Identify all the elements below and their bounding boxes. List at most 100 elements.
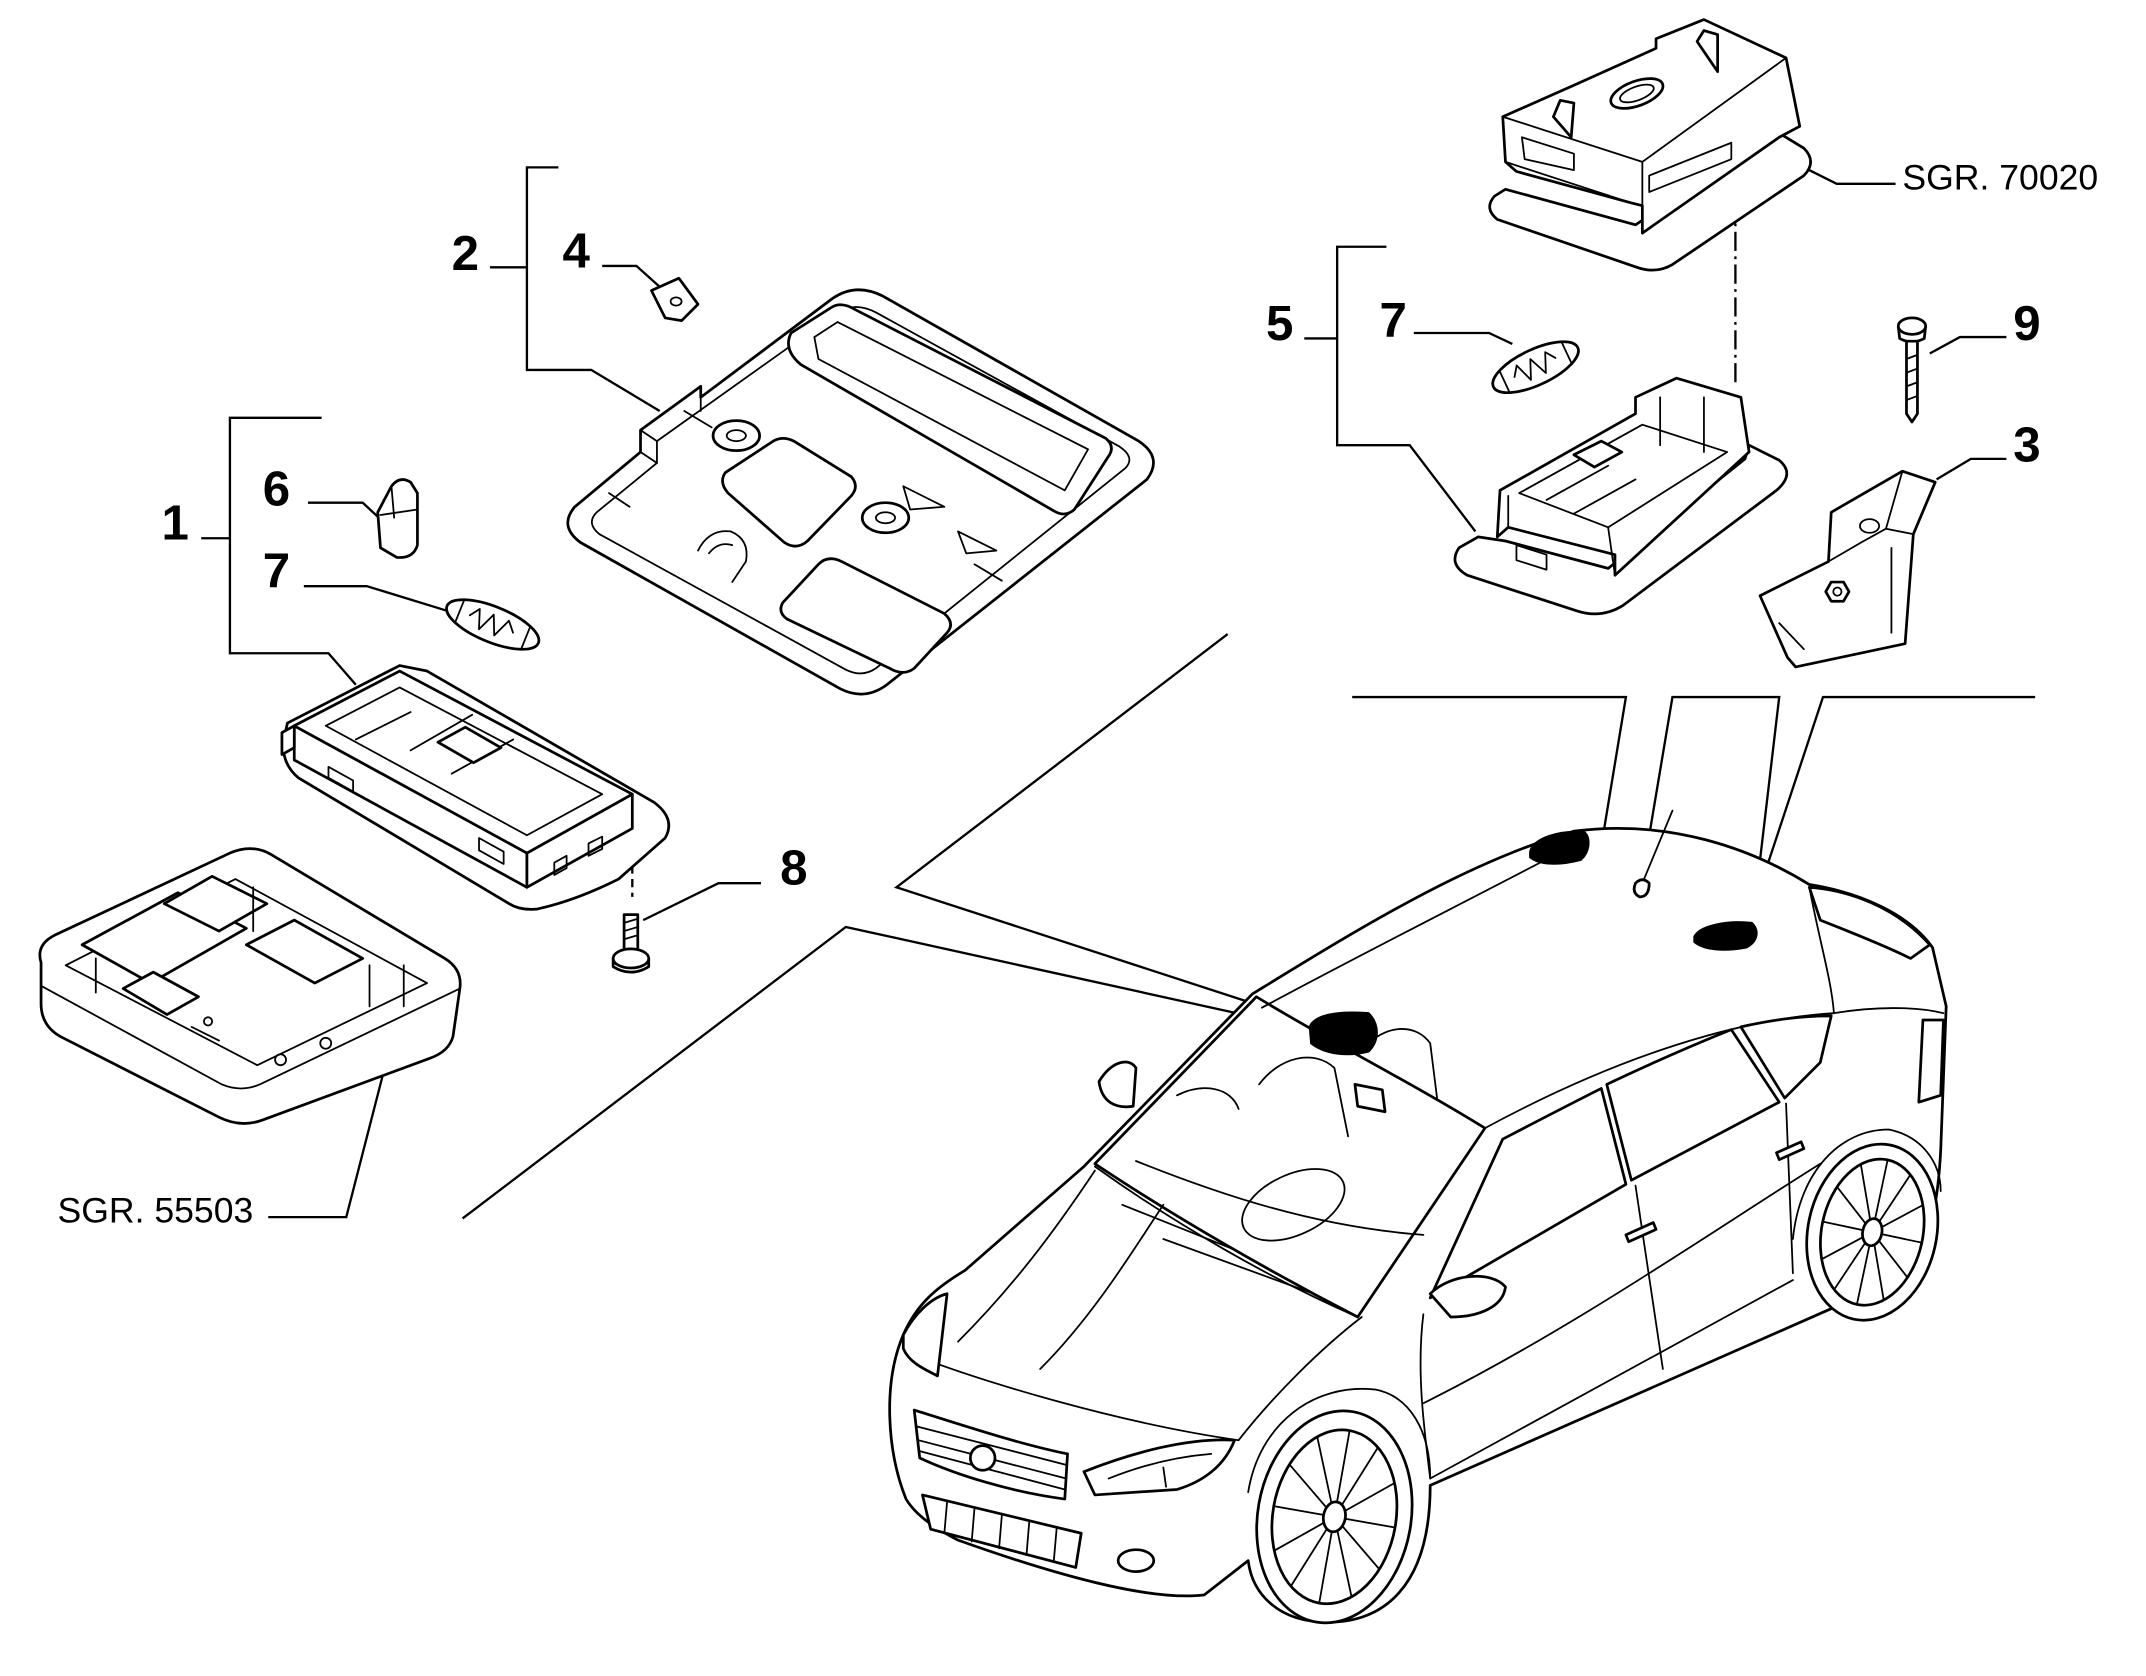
callout-6: 6	[263, 461, 290, 516]
festoon-bulb-glass	[445, 598, 541, 651]
callout-2: 2	[452, 226, 479, 281]
callout-1: 1	[161, 496, 188, 551]
screw-thread	[1905, 353, 1919, 401]
lamp-base-plate	[1453, 443, 1789, 616]
clip-hole	[669, 296, 683, 307]
assembly-screw-hole-1	[274, 1053, 287, 1067]
roof-pointer-middle	[1641, 695, 1781, 907]
car-door-handle-rear	[1775, 1140, 1806, 1161]
car-rear-wheel-arch	[1792, 1128, 1942, 1240]
car-fender-edge	[1237, 1316, 1363, 1442]
upper-assembly-tab-right	[1695, 29, 1719, 73]
assembly-screw-hole-3	[203, 1016, 214, 1027]
car-rearview-mirror	[1353, 1082, 1387, 1114]
upper-assembly-tab-left	[1552, 98, 1576, 139]
leader-6	[307, 501, 383, 522]
vehicle-illustration	[888, 809, 1948, 1625]
upper-assembly-opening	[1521, 136, 1575, 172]
bracket-plate	[1758, 469, 1937, 669]
housing-top-face	[292, 669, 634, 855]
roof-pointer-rear	[1761, 695, 2036, 880]
car-headlight-near	[1082, 1438, 1236, 1497]
callout-3: 3	[2013, 418, 2040, 473]
callout-7-right: 7	[1380, 293, 1407, 348]
car-door-lines	[1419, 1102, 1794, 1480]
assembly-connector	[121, 970, 200, 1016]
upper-reference-assembly	[1488, 18, 1813, 272]
part-8-screw	[611, 913, 651, 974]
car-cowl	[1094, 1165, 1359, 1318]
panel-top-frame	[787, 303, 1113, 516]
festoon-bulb-filament	[1513, 351, 1557, 381]
assembly-lower-rim	[40, 984, 461, 1090]
leader-3	[1936, 457, 2007, 481]
panel-top-frame-inner	[813, 321, 1089, 492]
bracket-nut	[1824, 580, 1851, 603]
bracket-fold-lines	[1778, 470, 1915, 651]
callout-8: 8	[780, 841, 807, 896]
car-front-wheel-arch	[1247, 1387, 1432, 1494]
car-intake-bars	[943, 1500, 1058, 1562]
panel-boss-left	[711, 419, 761, 453]
lower-reference-assembly	[38, 847, 462, 1125]
lamp-contact	[1572, 439, 1624, 469]
upper-assembly-oval-inner	[1619, 83, 1655, 104]
car-steering-wheel	[1241, 1168, 1346, 1242]
car-window-rear-quarter	[1739, 1014, 1833, 1100]
view-line-upper	[893, 633, 1309, 1023]
car-lower-intake	[921, 1493, 1083, 1569]
panel-square-recess	[721, 436, 857, 548]
panel-boss-right-hole	[875, 511, 896, 525]
front-hub	[1321, 1500, 1347, 1534]
screw-head	[1896, 316, 1928, 336]
leader-sgr-lower	[268, 1073, 385, 1219]
assembly-screw-hole-2	[319, 1036, 333, 1050]
roof-light-rear-marker	[1693, 921, 1758, 951]
car-badge	[968, 1444, 997, 1472]
bracket-hole	[1859, 518, 1881, 534]
panel-clip-curve	[697, 530, 748, 583]
part-3-bracket	[1758, 469, 1937, 669]
bracket-nut-bore	[1832, 586, 1843, 597]
labels: 1 2 3 4 5 6 7 7 8 9 SGR. 70020 SGR. 5550…	[57, 157, 2098, 1230]
leader-8	[642, 882, 761, 922]
car-rear-spoiler	[1807, 885, 1932, 960]
car-mirror-far	[1097, 1060, 1138, 1109]
panel-boss-left-hole	[725, 429, 747, 442]
leader-7-right	[1413, 331, 1513, 345]
car-antenna-base	[1632, 878, 1651, 899]
bracket-2	[525, 166, 661, 412]
festoon-bulb-glass	[1491, 340, 1580, 394]
lamp-inner-details	[1507, 396, 1705, 577]
roof-pointer-front	[1352, 695, 1628, 863]
car-antenna	[1641, 809, 1674, 885]
panel-step-wall	[639, 396, 702, 464]
bracket-1	[228, 416, 357, 686]
bracket-5	[1335, 245, 1477, 533]
assembly-posts	[94, 886, 405, 1042]
part-5-lamp	[1453, 376, 1789, 616]
car-rear-glass-edge	[1833, 1007, 1945, 1015]
lamp-front-window	[1515, 544, 1548, 571]
callout-9: 9	[2013, 296, 2040, 351]
clip-fold	[650, 289, 667, 319]
roof-light-windscreen-marker	[1308, 1011, 1378, 1056]
car-window-rear-door	[1605, 1028, 1781, 1182]
car-headlight-near-detail	[1107, 1452, 1213, 1488]
housing-side-tab	[280, 724, 296, 756]
car-hood-leading-edge	[913, 1354, 1240, 1442]
car-mirror-near	[1428, 1274, 1507, 1319]
car-window-front-door	[1428, 1087, 1628, 1300]
car-fog-light	[1116, 1548, 1156, 1573]
roof-light-front-marker	[1529, 830, 1590, 865]
car-door-handle-front	[1624, 1221, 1658, 1244]
housing-front-slots	[327, 765, 604, 876]
upper-assembly-oval-group	[1609, 77, 1665, 110]
part-1-lamp-housing	[280, 664, 671, 911]
panel-boss-right	[860, 501, 911, 535]
screw-thread	[623, 917, 639, 941]
lamp-box	[1495, 376, 1751, 577]
car-roof-rear-edge	[1808, 886, 1835, 1015]
upper-assembly-oval	[1609, 77, 1665, 110]
panel-rib-marks	[608, 410, 1003, 582]
